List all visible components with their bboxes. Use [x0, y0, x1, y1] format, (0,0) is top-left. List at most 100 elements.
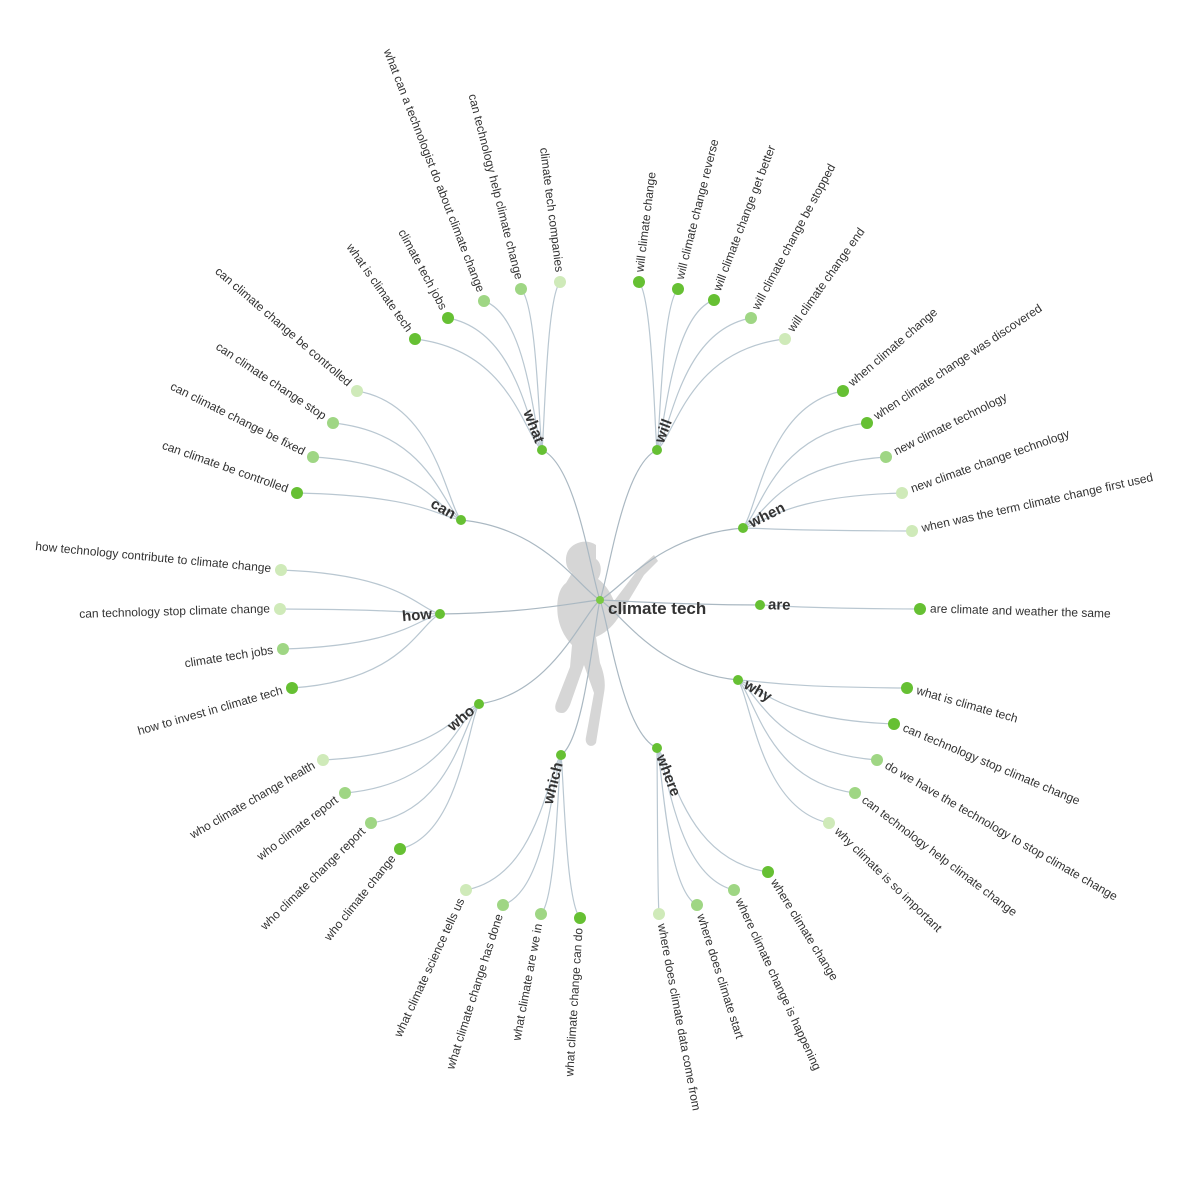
branch-node-how[interactable]: [435, 609, 445, 619]
hub-connector-when: [599, 527, 744, 601]
leaf-node-dot[interactable]: [861, 417, 873, 429]
hub-connector-where: [599, 599, 658, 749]
leaf-label-when-climate-change-was-discovered[interactable]: when climate change was discovered: [870, 301, 1044, 423]
leaf-label-where-does-climate-data-come-from[interactable]: where does climate data come from: [655, 921, 704, 1111]
leaf-node-dot[interactable]: [497, 899, 509, 911]
leaf-node-dot[interactable]: [291, 487, 303, 499]
leaf-node-dot[interactable]: [896, 487, 908, 499]
leaf-node-dot[interactable]: [274, 603, 286, 615]
leaf-node-dot[interactable]: [286, 682, 298, 694]
leaf-connector: [656, 747, 769, 873]
branch-node-when[interactable]: [738, 523, 748, 533]
leaf-node-dot[interactable]: [914, 603, 926, 615]
leaf-node-dot[interactable]: [409, 333, 421, 345]
leaf-connector: [291, 613, 441, 689]
leaf-node-dot[interactable]: [871, 754, 883, 766]
center-label[interactable]: climate tech: [608, 599, 706, 618]
leaf-label-what-climate-are-we-in[interactable]: what climate are we in: [509, 922, 545, 1042]
leaf-label-climate-tech-jobs[interactable]: climate tech jobs: [395, 227, 450, 312]
leaf-node-dot[interactable]: [653, 908, 665, 920]
leaf-label-what-climate-science-tells-us[interactable]: what climate science tells us: [391, 896, 468, 1040]
leaf-label-what-is-climate-tech[interactable]: what is climate tech: [343, 240, 416, 334]
leaf-label-what-climate-change-can-do[interactable]: what climate change can do: [562, 927, 585, 1078]
branch-node-what[interactable]: [537, 445, 547, 455]
leaf-node-dot[interactable]: [275, 564, 287, 576]
leaf-node-dot[interactable]: [880, 451, 892, 463]
leaf-connector: [737, 679, 895, 725]
leaf-node-dot[interactable]: [365, 817, 377, 829]
branch-node-why[interactable]: [733, 675, 743, 685]
nodes: [274, 276, 926, 924]
leaf-node-dot[interactable]: [901, 682, 913, 694]
leaf-label-can-climate-be-controlled[interactable]: can climate be controlled: [160, 438, 290, 495]
leaf-label-will-climate-change-reverse[interactable]: will climate change reverse: [673, 137, 722, 281]
leaf-node-dot[interactable]: [535, 908, 547, 920]
branch-node-where[interactable]: [652, 743, 662, 753]
leaf-label-can-technology-stop-climate-change[interactable]: can technology stop climate change: [79, 601, 270, 620]
branch-label-are[interactable]: are: [768, 596, 791, 614]
leaf-connector: [370, 703, 480, 824]
branch-label-how[interactable]: how: [401, 606, 433, 626]
leaf-label-how-to-invest-in-climate-tech[interactable]: how to invest in climate tech: [136, 683, 284, 738]
branch-label-when[interactable]: when: [745, 499, 788, 532]
leaf-label-where-does-climate-start[interactable]: where does climate start: [694, 911, 747, 1041]
leaf-connector: [656, 288, 679, 451]
leaf-connector: [742, 422, 868, 529]
hub-connector-why: [599, 599, 739, 681]
leaf-label-can-technology-help-climate-change[interactable]: can technology help climate change: [859, 793, 1020, 920]
leaf-label-how-technology-contribute-to-climate-change[interactable]: how technology contribute to climate cha…: [35, 539, 272, 575]
leaf-node-dot[interactable]: [633, 276, 645, 288]
leaf-label-what-is-climate-tech[interactable]: what is climate tech: [914, 683, 1019, 726]
hub-connector-which: [560, 599, 601, 756]
branch-node-can[interactable]: [456, 515, 466, 525]
leaf-connector: [296, 492, 462, 521]
leaf-node-dot[interactable]: [351, 385, 363, 397]
leaf-node-dot[interactable]: [708, 294, 720, 306]
leaf-node-dot[interactable]: [888, 718, 900, 730]
leaf-node-dot[interactable]: [478, 295, 490, 307]
leaf-connector: [656, 317, 752, 451]
leaf-label-can-climate-change-be-controlled[interactable]: can climate change be controlled: [212, 264, 354, 389]
leaf-node-dot[interactable]: [277, 643, 289, 655]
leaf-label-where-climate-change-is-happening[interactable]: where climate change is happening: [732, 895, 824, 1073]
leaf-label-what-can-a-technologist-do-about-climate-change[interactable]: what can a technologist do about climate…: [380, 46, 487, 294]
leaf-node-dot[interactable]: [672, 283, 684, 295]
leaf-node-dot[interactable]: [317, 754, 329, 766]
leaf-node-dot[interactable]: [691, 899, 703, 911]
leaf-node-dot[interactable]: [394, 843, 406, 855]
leaf-node-dot[interactable]: [728, 884, 740, 896]
branch-node-who[interactable]: [474, 699, 484, 709]
leaf-node-dot[interactable]: [307, 451, 319, 463]
leaf-connector: [759, 604, 921, 610]
leaf-node-dot[interactable]: [327, 417, 339, 429]
leaf-node-dot[interactable]: [762, 866, 774, 878]
leaf-label-climate-tech-companies[interactable]: climate tech companies: [537, 147, 567, 273]
leaf-node-dot[interactable]: [460, 884, 472, 896]
leaf-connector: [541, 281, 561, 451]
branch-node-will[interactable]: [652, 445, 662, 455]
leaf-node-dot[interactable]: [906, 525, 918, 537]
leaf-node-dot[interactable]: [515, 283, 527, 295]
branch-node-which[interactable]: [556, 750, 566, 760]
leaf-connector: [483, 300, 543, 451]
leaf-node-dot[interactable]: [442, 312, 454, 324]
leaf-connector: [344, 703, 480, 794]
leaf-label-are-climate-and-weather-the-same[interactable]: are climate and weather the same: [930, 601, 1111, 620]
leaf-label-climate-tech-jobs[interactable]: climate tech jobs: [184, 643, 274, 670]
leaf-connector: [656, 747, 660, 915]
leaf-node-dot[interactable]: [823, 817, 835, 829]
leaf-node-dot[interactable]: [574, 912, 586, 924]
leaf-node-dot[interactable]: [849, 787, 861, 799]
leaf-connector: [737, 679, 856, 794]
leaf-node-dot[interactable]: [779, 333, 791, 345]
branch-label-what[interactable]: what: [519, 406, 548, 445]
leaf-label-will-climate-change[interactable]: will climate change: [632, 171, 658, 274]
leaf-node-dot[interactable]: [554, 276, 566, 288]
hub-connector-are: [599, 599, 761, 606]
leaf-node-dot[interactable]: [339, 787, 351, 799]
leaf-node-dot[interactable]: [745, 312, 757, 324]
leaf-label-what-climate-change-has-done[interactable]: what climate change has done: [443, 912, 506, 1072]
center-node[interactable]: [596, 596, 604, 604]
branch-node-are[interactable]: [755, 600, 765, 610]
leaf-node-dot[interactable]: [837, 385, 849, 397]
